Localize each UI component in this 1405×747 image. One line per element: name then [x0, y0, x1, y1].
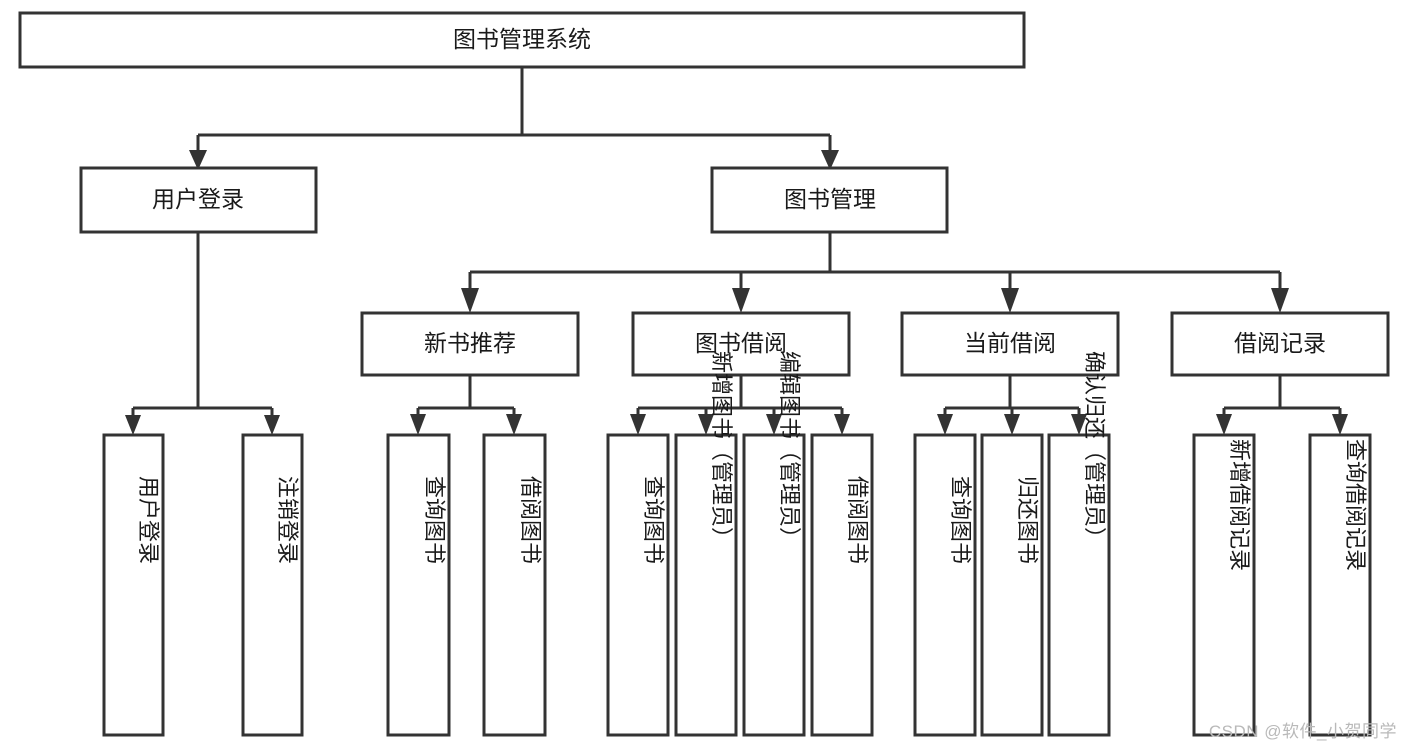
arrow-head-borrow-record: [1271, 288, 1289, 313]
node-user-login-label: 用户登录: [152, 186, 244, 212]
node-leaf-confirm-return-box[interactable]: [1047, 433, 1111, 737]
arrow-head-leaf-logout-login: [264, 415, 280, 435]
node-leaf-edit-book[interactable]: 编辑图书（管理员）: [742, 351, 806, 737]
node-leaf-return-book[interactable]: 归还图书: [980, 433, 1044, 737]
node-root[interactable]: 图书管理系统: [18, 11, 1026, 69]
node-leaf-query-book-1[interactable]: 查询图书: [386, 433, 451, 737]
node-leaf-add-book-box[interactable]: [674, 433, 738, 737]
node-leaf-query-record[interactable]: 查询借阅记录: [1308, 433, 1372, 737]
node-leaf-query-book-2-box[interactable]: [606, 433, 670, 737]
node-root-label: 图书管理系统: [453, 26, 591, 52]
node-leaf-query-book-3-label: 查询图书: [948, 476, 973, 564]
node-user-login[interactable]: 用户登录: [79, 166, 318, 234]
node-current-borrow[interactable]: 当前借阅: [900, 311, 1120, 377]
node-book-manage-label: 图书管理: [784, 186, 876, 212]
node-leaf-borrow-book-2-label: 借阅图书: [845, 476, 870, 564]
node-leaf-query-book-1-box[interactable]: [386, 433, 451, 737]
node-leaf-edit-book-label: 编辑图书（管理员）: [777, 351, 802, 549]
node-book-borrow[interactable]: 图书借阅: [631, 311, 851, 377]
node-borrow-record-label: 借阅记录: [1234, 330, 1326, 356]
arrow-head-leaf-query-book-2: [630, 414, 646, 435]
arrow-head-new-book-recommend: [461, 288, 479, 313]
node-leaf-logout-login-box[interactable]: [241, 433, 304, 737]
csdn-watermark: CSDN @软件_小贺同学: [1208, 722, 1397, 741]
node-book-manage[interactable]: 图书管理: [710, 166, 949, 234]
node-leaf-add-book[interactable]: 新增图书（管理员）: [674, 351, 738, 737]
arrow-head-leaf-confirm-return: [1071, 414, 1087, 435]
node-leaf-add-book-label: 新增图书（管理员）: [709, 351, 734, 549]
node-new-book-recommend-box[interactable]: [360, 311, 580, 377]
node-leaf-query-book-3[interactable]: 查询图书: [913, 433, 977, 737]
node-leaf-query-book-3-box[interactable]: [913, 433, 977, 737]
arrow-head-current-borrow: [1001, 288, 1019, 313]
arrow-head-leaf-user-login: [125, 415, 141, 435]
node-leaf-confirm-return-label: 确认归还（管理员）: [1082, 351, 1107, 549]
arrow-head-leaf-query-book-3: [937, 414, 953, 435]
node-leaf-add-record-box[interactable]: [1192, 433, 1256, 737]
arrow-head-leaf-query-record: [1332, 414, 1348, 435]
node-leaf-add-record[interactable]: 新增借阅记录: [1192, 433, 1256, 737]
arrow-head-leaf-query-book-1: [410, 414, 426, 435]
node-leaf-add-record-label: 新增借阅记录: [1227, 439, 1252, 571]
node-leaf-query-book-2-label: 查询图书: [641, 476, 666, 564]
arrow-head-leaf-add-book: [698, 414, 714, 435]
node-leaf-return-book-label: 归还图书: [1015, 476, 1040, 564]
node-borrow-record-box[interactable]: [1170, 311, 1390, 377]
node-leaf-borrow-book-2-box[interactable]: [810, 433, 874, 737]
node-leaf-return-book-box[interactable]: [980, 433, 1044, 737]
node-user-login-box[interactable]: [79, 166, 318, 234]
arrow-head-book-borrow: [732, 288, 750, 313]
node-new-book-recommend[interactable]: 新书推荐: [360, 311, 580, 377]
node-current-borrow-box[interactable]: [900, 311, 1120, 377]
node-book-manage-box[interactable]: [710, 166, 949, 234]
node-leaf-user-login-box[interactable]: [102, 433, 165, 737]
arrow-head-userlogin: [189, 150, 207, 170]
node-current-borrow-label: 当前借阅: [964, 330, 1056, 356]
node-book-borrow-box[interactable]: [631, 311, 851, 377]
node-leaf-borrow-book-1[interactable]: 借阅图书: [482, 433, 547, 737]
node-leaf-borrow-book-1-box[interactable]: [482, 433, 547, 737]
arrow-head-leaf-add-record: [1216, 414, 1232, 435]
connector-group: [125, 67, 1348, 435]
node-leaf-logout-login[interactable]: 注销登录: [241, 433, 304, 737]
node-leaf-query-record-label: 查询借阅记录: [1343, 439, 1368, 571]
node-book-borrow-label: 图书借阅: [695, 330, 787, 356]
arrow-head-leaf-borrow-book-1: [506, 414, 522, 435]
node-leaf-borrow-book-2[interactable]: 借阅图书: [810, 433, 874, 737]
node-leaf-edit-book-box[interactable]: [742, 433, 806, 737]
arrow-head-leaf-return-book: [1004, 414, 1020, 435]
node-new-book-recommend-label: 新书推荐: [424, 330, 516, 356]
arrow-head-leaf-edit-book: [766, 414, 782, 435]
arrow-head-bookmanage: [821, 150, 839, 170]
node-root-box[interactable]: [18, 11, 1026, 69]
node-leaf-borrow-book-1-label: 借阅图书: [518, 476, 543, 564]
node-leaf-confirm-return[interactable]: 确认归还（管理员）: [1047, 351, 1111, 737]
node-leaf-query-record-box[interactable]: [1308, 433, 1372, 737]
node-borrow-record[interactable]: 借阅记录: [1170, 311, 1390, 377]
node-leaf-user-login[interactable]: 用户登录: [102, 433, 165, 737]
node-leaf-user-login-label: 用户登录: [136, 476, 161, 564]
arrow-head-leaf-borrow-book-2: [834, 414, 850, 435]
node-leaf-logout-login-label: 注销登录: [275, 476, 300, 564]
node-leaf-query-book-1-label: 查询图书: [422, 476, 447, 564]
node-leaf-query-book-2[interactable]: 查询图书: [606, 433, 670, 737]
